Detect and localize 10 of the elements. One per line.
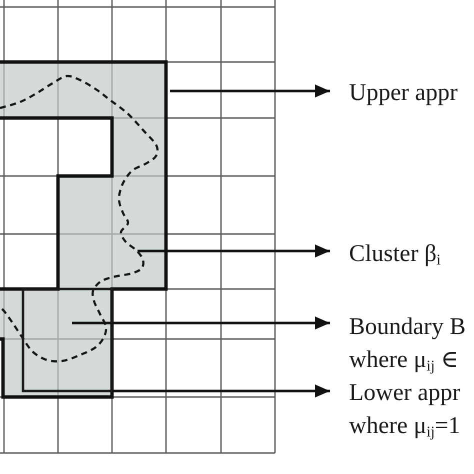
arrow: [138, 244, 330, 258]
annotation-text: Lower appr: [349, 379, 460, 408]
annotation-text: where μ$_{ij}$ ∈: [349, 346, 459, 376]
annotation-text: where μ$_{ij}$=1: [349, 412, 460, 442]
annotation-text: Cluster β$_{i}$: [349, 240, 441, 270]
annotation-text: Boundary B: [349, 313, 466, 342]
arrow: [112, 384, 330, 398]
arrow: [72, 316, 330, 330]
annotation-text: Upper appr: [349, 79, 458, 108]
arrow: [170, 84, 330, 98]
